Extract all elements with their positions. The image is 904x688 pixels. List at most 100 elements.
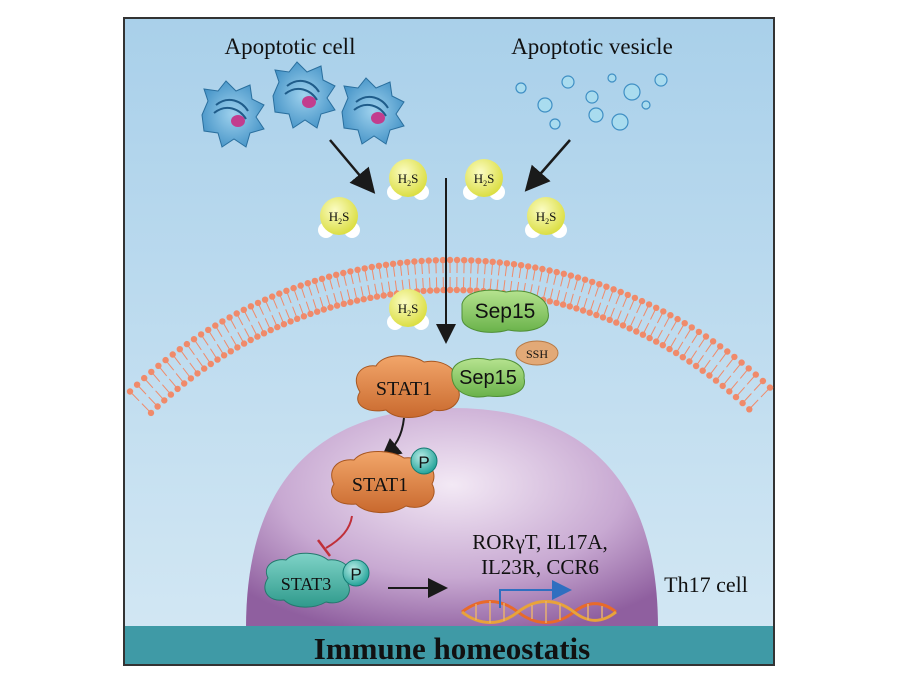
lipid-tail: [698, 338, 705, 348]
lipid-head: [666, 345, 673, 353]
lipid-head: [226, 314, 233, 321]
lipid-tail: [704, 359, 711, 369]
lipid-head: [318, 275, 326, 282]
lipid-head: [205, 326, 212, 334]
lipid-head: [624, 291, 631, 299]
lipid-tail: [346, 289, 351, 300]
lipid-tail: [573, 280, 578, 291]
lipid-tail: [637, 319, 643, 330]
lipid-tail: [483, 278, 485, 289]
lipid-tail: [131, 393, 140, 402]
lipid-head: [719, 382, 726, 390]
lipid-tail: [422, 277, 424, 288]
lipid-tail: [615, 294, 621, 305]
lipid-head: [439, 256, 447, 264]
lipid-tail: [209, 348, 217, 358]
lipid-head: [214, 356, 221, 363]
lipid-head: [161, 397, 168, 404]
lipid-head: [712, 377, 720, 384]
th17-cell-label: Th17 cell: [664, 572, 748, 597]
lipid-head: [411, 258, 418, 265]
lipid-head: [646, 334, 653, 342]
lipid-head: [560, 270, 567, 277]
lipid-tail: [326, 294, 331, 305]
cell-membrane: [126, 256, 774, 417]
lipid-head: [194, 370, 201, 377]
lipid-tail: [393, 266, 396, 277]
lipid-head: [427, 287, 434, 294]
lipid-head: [566, 303, 573, 310]
lipid-head: [653, 338, 660, 345]
lipid-head: [126, 388, 134, 395]
lipid-tail: [287, 293, 292, 304]
lipid-head: [539, 265, 546, 273]
lipid-head: [619, 322, 627, 329]
lipid-tail: [583, 297, 588, 308]
lipid-tail: [724, 375, 732, 384]
svg-text:H2S: H2S: [536, 209, 557, 226]
lipid-tail: [408, 279, 411, 290]
lipid-tail: [730, 381, 739, 390]
lipid-head: [240, 306, 247, 313]
lipid-head: [581, 276, 589, 283]
lipid-tail: [141, 403, 150, 412]
lipid-head: [387, 291, 394, 298]
h2s-molecule: H2S: [318, 197, 360, 238]
lipid-tail: [257, 321, 264, 331]
sep15-protein: Sep15: [461, 289, 549, 333]
lipid-head: [267, 326, 274, 334]
lipid-tail: [188, 346, 195, 355]
lipid-head: [593, 311, 600, 319]
lipid-tail: [350, 274, 354, 285]
lipid-head: [638, 297, 646, 305]
lipid-tail: [543, 286, 547, 297]
lipid-head: [686, 358, 693, 365]
ssh-modification: SSH: [515, 340, 559, 366]
lipid-head: [633, 328, 640, 335]
lipid-head: [287, 318, 294, 325]
lipid-head: [726, 388, 733, 395]
lipid-head: [389, 260, 397, 267]
lipid-tail: [385, 267, 389, 278]
lipid-head: [482, 258, 489, 265]
lipid-tail: [237, 331, 244, 342]
lipid-tail: [489, 278, 492, 289]
lipid-tail: [546, 273, 550, 284]
lipid-tail: [608, 291, 613, 302]
lipid-head: [397, 259, 404, 267]
lipid-tail: [244, 328, 250, 338]
lipid-tail: [264, 318, 270, 328]
lipid-tail: [697, 355, 704, 364]
lipid-head: [174, 385, 181, 393]
lipid-head: [325, 273, 333, 280]
lipid-tail: [315, 283, 320, 294]
lipid-head: [746, 406, 753, 413]
lipid-tail: [691, 334, 698, 344]
lipid-tail: [497, 265, 500, 276]
lipid-tail: [601, 289, 606, 300]
lipid-head: [181, 380, 188, 387]
lipid-tail: [138, 386, 147, 395]
lipid-head: [418, 257, 425, 265]
lipid-tail: [750, 399, 759, 408]
lipid-head: [353, 297, 361, 304]
lipid-tail: [251, 324, 257, 335]
lipid-head: [382, 261, 390, 268]
lipid-head: [631, 294, 639, 302]
lipid-tail: [518, 268, 522, 279]
lipid-tail: [292, 306, 297, 317]
lipid-tail: [496, 279, 499, 290]
target-genes-line2: IL23R, CCR6: [481, 555, 599, 579]
lipid-head: [667, 312, 674, 319]
arrow-cell-to-h2s: [329, 139, 376, 194]
lipid-tail: [312, 299, 317, 309]
lipid-tail: [636, 303, 642, 314]
lipid-head: [503, 260, 511, 267]
arrow-vesicle-to-h2s: [524, 139, 571, 192]
lipid-head: [579, 307, 587, 314]
lipid-head: [610, 286, 617, 293]
lipid-head: [373, 293, 381, 300]
lipid-tail: [663, 333, 670, 343]
lipid-head: [220, 352, 228, 359]
lipid-head: [183, 340, 191, 348]
